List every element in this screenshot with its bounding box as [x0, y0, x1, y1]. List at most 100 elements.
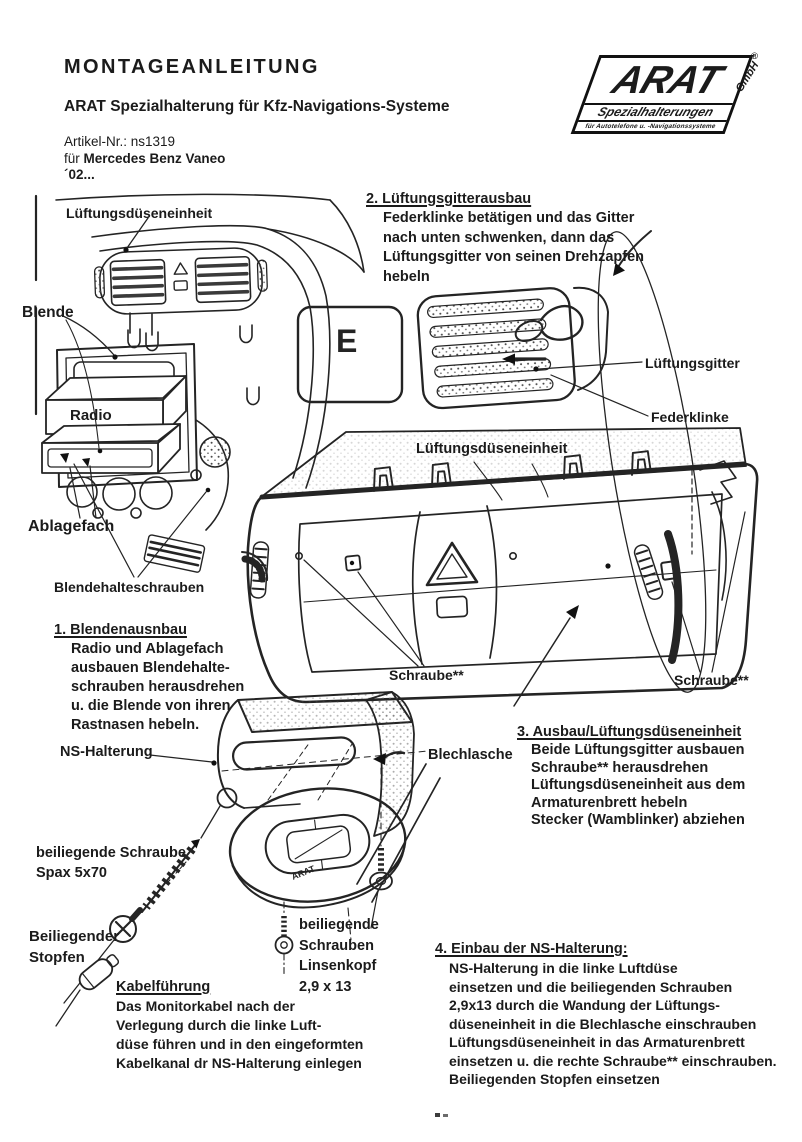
vent-unit-sketch [246, 427, 759, 707]
logo-subline: für Autotelefone u. -Navigationssysteme [574, 120, 727, 131]
section-line: hebeln [383, 268, 430, 285]
callout-vent-unit-mid: Lüftungsdüseneinheit [416, 441, 568, 457]
section-step4: 4. Einbau der NS-Halterung: NS-Halterung… [435, 941, 777, 1089]
curved-arrow-icon [616, 230, 652, 270]
section-line: düse führen und in den eingeformten [116, 1036, 364, 1052]
section-line: nach unten schwenken, dann das [383, 229, 615, 246]
section-line: Stecker (Wamblinker) abziehen [531, 812, 745, 828]
logo-brand: ARAT [606, 59, 728, 102]
section-line: Beiliegenden Stopfen einsetzen [449, 1071, 660, 1087]
section-line: Federklinke betätigen und das Gitter [383, 210, 635, 226]
section-heading: 1. Blendenausnbau [54, 622, 187, 638]
callout-schraube-right: Schraube** [674, 672, 749, 688]
section-line: u. die Blende von ihren [71, 698, 231, 714]
callout-blende: Blende [22, 304, 74, 321]
vent-pod [93, 247, 268, 315]
callout-federklinke: Federklinke [651, 409, 729, 425]
callout-spax-screw: beiliegende Schraube Spax 5x70 [36, 843, 186, 883]
section-body: Beide Lüftungsgitter ausbauen Schraube**… [531, 742, 745, 830]
callout-blendehalteschrauben: Blendehalteschrauben [54, 579, 205, 595]
section-step2: 2. Lüftungsgitterausbau Federklinke betä… [366, 191, 644, 287]
page-artifact-marks [435, 1113, 448, 1117]
section-line: 2,9x13 durch die Wandung der Lüftungs- [449, 997, 720, 1013]
section-kabelfuehrung: Kabelführung Das Monitorkabel nach der V… [116, 979, 363, 1073]
callout-line: Spax 5x70 [36, 865, 107, 881]
cluster-letter: E [336, 323, 357, 359]
section-heading: Kabelführung [116, 979, 211, 995]
page-title: MONTAGEANLEITUNG [64, 56, 320, 78]
spax-screw-icon [55, 839, 200, 1027]
callout-linsenkopf: beiliegende Schrauben Linsenkopf 2,9 x 1… [299, 915, 379, 997]
climate-knobs [66, 476, 173, 519]
federklinke-clip [514, 305, 584, 343]
callout-lueftungsgitter: Lüftungsgitter [645, 355, 740, 371]
dashboard-sketch [34, 193, 404, 583]
model-year: ´02... [64, 167, 95, 182]
section-line: ausbauen Blendehalte- [71, 660, 230, 676]
section-heading: 4. Einbau der NS-Halterung: [435, 941, 628, 957]
callout-schraube-left: Schraube** [389, 667, 464, 683]
callout-vent-unit-top: Lüftungsdüseneinheit [66, 205, 213, 221]
arrowhead-icon [566, 605, 579, 619]
section-line: Lüftungsdüseneinheit aus dem [531, 777, 746, 793]
callout-ablagefach: Ablagefach [28, 518, 115, 535]
small-screw-icon [369, 848, 393, 929]
section-line: Das Monitorkabel nach der [116, 998, 295, 1014]
section-body: Das Monitorkabel nach der Verlegung durc… [116, 997, 363, 1073]
callout-ns-halterung: NS-Halterung [60, 744, 153, 760]
section-line: düseneinheit in die Blechlasche einschra… [449, 1015, 757, 1032]
base-cylinder [228, 787, 407, 909]
logo-tagline: Spezialhalterungen [578, 103, 733, 120]
section-line: NS-Halterung in die linke Luftdüse [449, 960, 678, 976]
blechlasche-flange [365, 691, 415, 837]
callout-line: 2,9 x 13 [299, 978, 352, 995]
vehicle-prefix: für [64, 151, 84, 166]
callout-line: Linsenkopf [299, 958, 377, 974]
callout-line: beiliegende Schraube [36, 845, 186, 861]
thumbwheel-right [633, 544, 664, 601]
hazard-triangle-icon [173, 262, 188, 275]
section-line: Verlegung durch die linke Luft- [116, 1017, 322, 1033]
section-line: einsetzen u. die rechte Schraube** einsc… [449, 1052, 777, 1069]
embossed-brand-label: ARAT [290, 863, 317, 882]
section-line: Radio und Ablagefach [71, 641, 224, 657]
registered-mark-icon: ® [751, 51, 758, 62]
document-subtitle: ARAT Spezialhalterung für Kfz-Navigation… [64, 98, 450, 115]
section-heading: 2. Lüftungsgitterausbau [366, 191, 532, 207]
section-step1: 1. Blendenausnbau Radio und Ablagefach a… [54, 622, 244, 735]
callout-radio: Radio [70, 407, 112, 424]
article-number: Artikel-Nr.: ns1319 [64, 134, 176, 149]
arrow-left-icon [502, 353, 547, 365]
arat-logo: ARAT Spezialhalterungen für Autotelefone… [563, 47, 768, 143]
logo-frame: ARAT Spezialhalterungen für Autotelefone… [570, 55, 754, 134]
section-line: Kabelkanal dr NS-Halterung einlegen [116, 1055, 362, 1071]
section-line: Beide Lüftungsgitter ausbauen [531, 742, 745, 758]
vent-grille-sketch [416, 230, 707, 693]
bracket-sketch [149, 691, 441, 941]
section-line: schrauben herausdrehen [71, 679, 245, 695]
callout-line: Beiliegender [29, 928, 120, 945]
stopfen-icon [78, 954, 120, 991]
section-line: Rastnasen hebeln. [71, 717, 200, 733]
callout-line: Schrauben [299, 937, 374, 954]
storage-drawer [41, 423, 181, 474]
section-line: Lüftungsgitter von seinen Drehzapfen [383, 249, 645, 265]
section-line: Armaturenbrett hebeln [531, 794, 688, 811]
blechlasche-arrow-icon [373, 753, 386, 765]
instrument-cluster [296, 305, 404, 404]
callout-line: beiliegende [299, 917, 379, 933]
callout-blechlasche: Blechlasche [428, 747, 513, 763]
linsenkopf-screw-icon [274, 901, 294, 977]
section-heading: 3. Ausbau/Lüftungsdüseneinheit [517, 724, 742, 740]
section-body: Radio und Ablagefach ausbauen Blendehalt… [71, 640, 244, 735]
hazard-triangle-icon [425, 541, 479, 587]
callout-line: Stopfen [29, 949, 85, 966]
section-body: Federklinke betätigen und das Gitter nac… [383, 209, 644, 287]
section-body: NS-Halterung in die linke Luftdüse einse… [449, 959, 777, 1089]
vehicle-name: Mercedes Benz Vaneo [83, 151, 226, 166]
section-step3: 3. Ausbau/Lüftungsdüseneinheit Beide Lüf… [517, 724, 745, 830]
callout-stopfen: Beiliegender Stopfen [29, 926, 119, 968]
section-line: Lüftungsdüseneinheit in das Armaturenbre… [449, 1034, 745, 1050]
section-line: einsetzen und die beiliegenden Schrauben [449, 978, 733, 995]
